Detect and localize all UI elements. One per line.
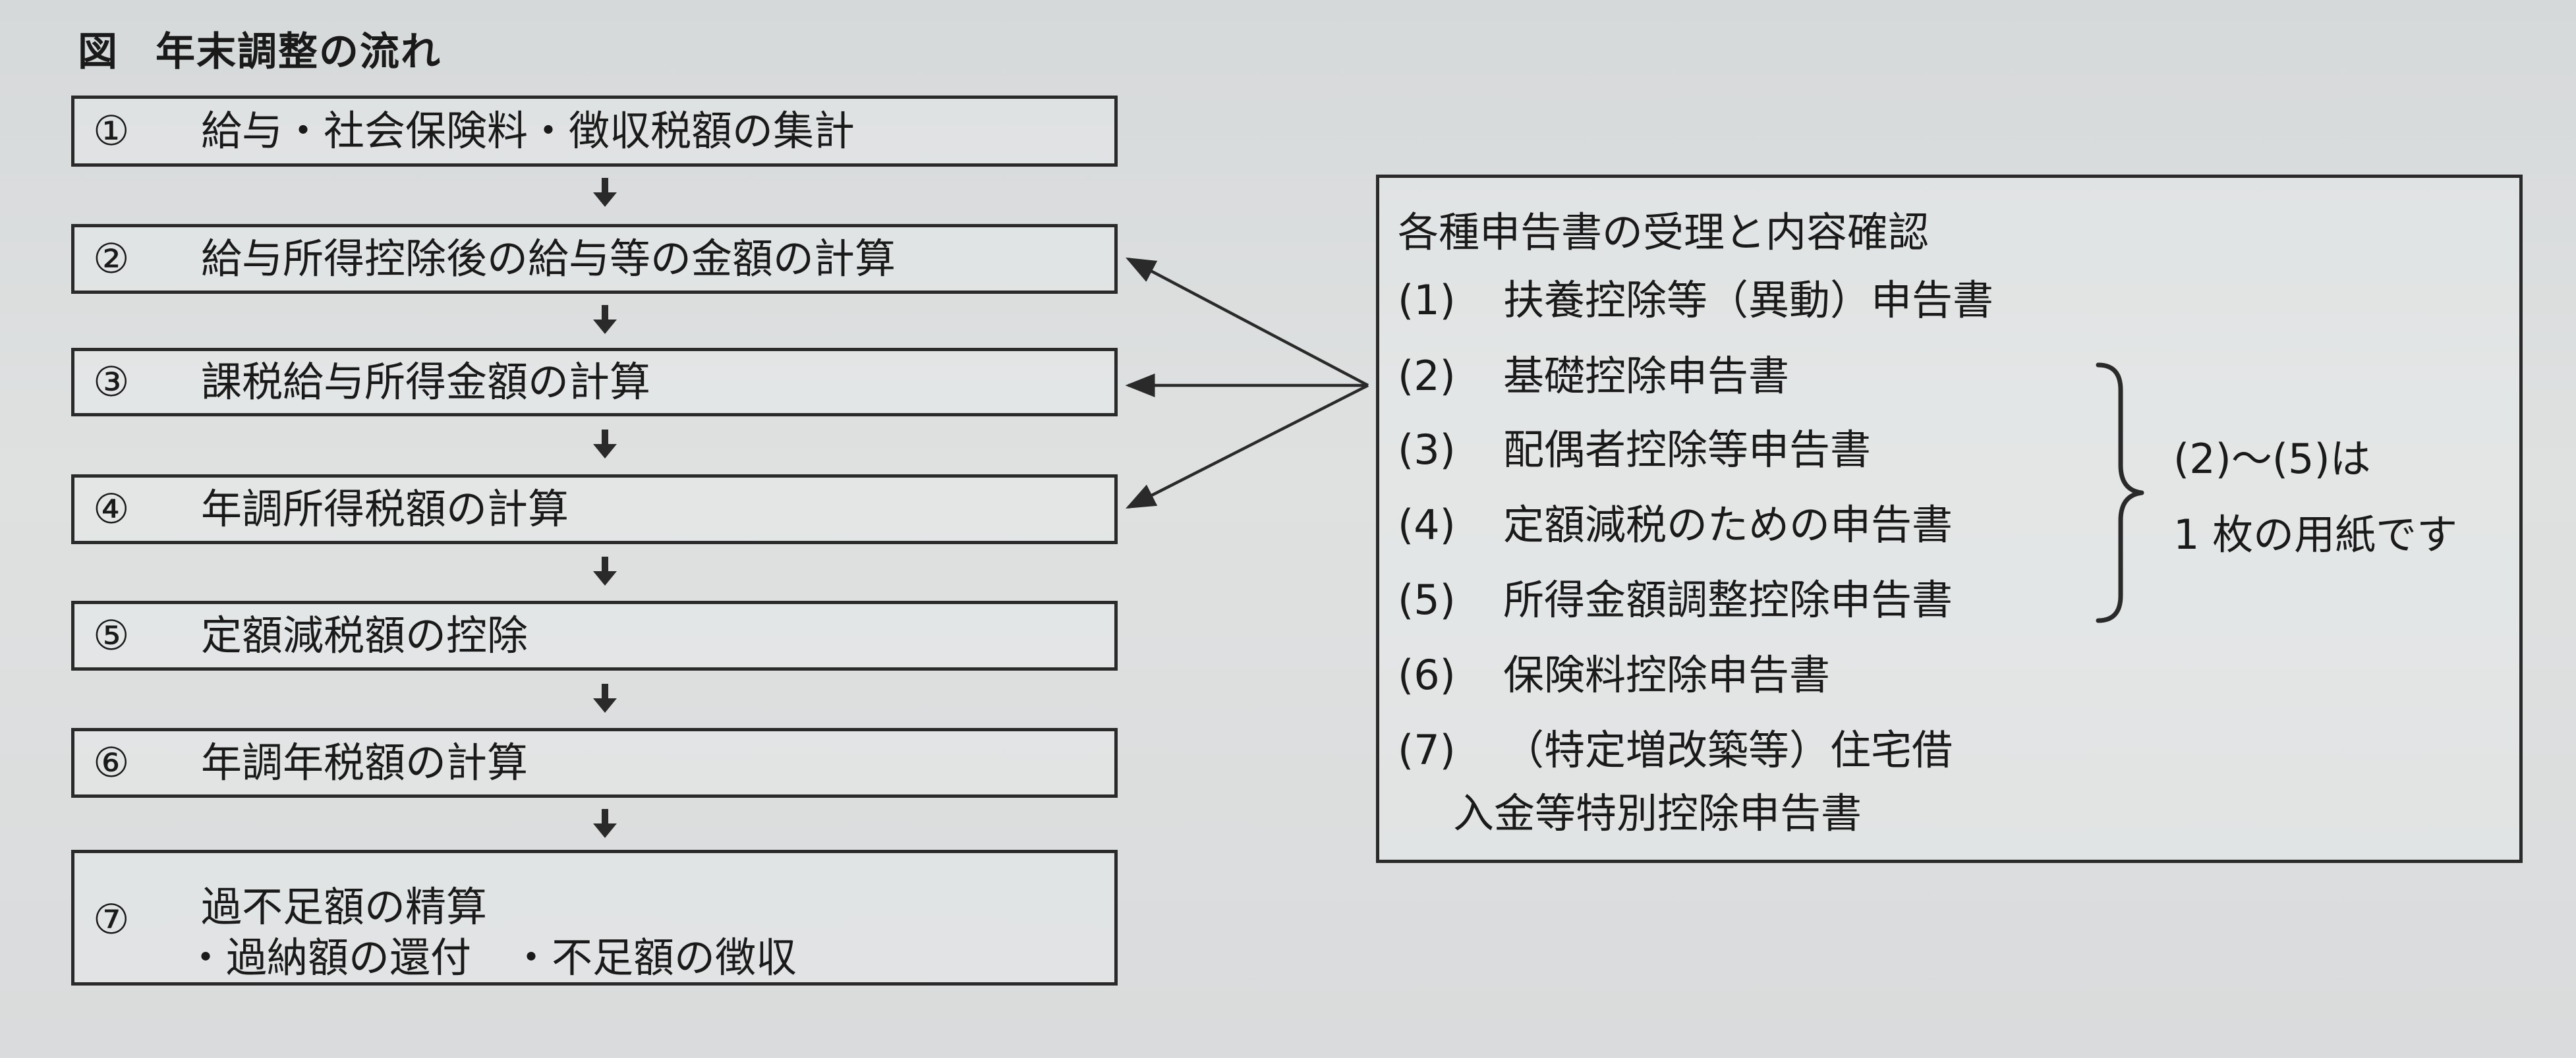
step-number: ⑦	[93, 895, 130, 943]
brace-note-line: 1 枚の用紙です	[2173, 510, 2458, 559]
step-label: 定額減税額の控除	[201, 611, 529, 659]
down-arrow-icon	[593, 684, 617, 713]
forms-box-title: 各種申告書の受理と内容確認	[1398, 208, 1930, 256]
step-box-4: ④ 年調所得税額の計算	[71, 474, 1118, 544]
step-box-1: ① 給与・社会保険料・徴収税額の集計	[71, 96, 1118, 167]
form-item-continuation: 入金等特別控除申告書	[1453, 789, 1862, 837]
connector-to-step-4	[1125, 383, 1369, 509]
step-box-5: ⑤ 定額減税額の控除	[71, 601, 1118, 671]
step-box-2: ② 給与所得控除後の給与等の金額の計算	[71, 224, 1118, 294]
step-number: ③	[93, 358, 130, 406]
form-item-text: 基礎控除申告書	[1503, 352, 1790, 400]
brace-note: (2)〜(5)は 1 枚の用紙です	[2173, 422, 2457, 572]
form-item-text: 配偶者控除等申告書	[1503, 426, 1872, 474]
step-box-7: ⑦ 過不足額の精算 ・過納額の還付・不足額の徴収	[71, 850, 1118, 986]
form-item-text: 保険料控除申告書	[1503, 651, 1831, 699]
form-item-text: 定額減税のための申告書	[1503, 501, 1953, 549]
step-label: 年調年税額の計算	[201, 738, 529, 787]
down-arrow-icon	[593, 178, 617, 207]
step-box-3: ③ 課税給与所得金額の計算	[71, 348, 1118, 416]
step-sub-item: ・過納額の還付	[185, 933, 472, 982]
form-item-number: (4)	[1398, 501, 1456, 549]
form-item-number: (7)	[1398, 726, 1456, 774]
form-item-2: (2)基礎控除申告書	[1398, 356, 1789, 397]
step-number: ①	[93, 107, 130, 155]
step-number: ⑤	[93, 611, 130, 659]
form-item-number: (1)	[1398, 276, 1456, 324]
form-item-6: (6)保険料控除申告書	[1398, 655, 1830, 696]
figure-title: 図年末調整の流れ	[78, 20, 442, 77]
connector-to-step-2	[1126, 257, 1369, 387]
form-item-5: (5)所得金額調整控除申告書	[1398, 580, 1953, 621]
step-label: 給与所得控除後の給与等の金額の計算	[201, 235, 896, 283]
form-item-text: （特定増改築等）住宅借	[1503, 726, 1953, 774]
form-item-text: 所得金額調整控除申告書	[1503, 576, 1953, 624]
forms-box: 各種申告書の受理と内容確認 (1)扶養控除等（異動）申告書 (2)基礎控除申告書…	[1376, 175, 2523, 863]
step-label: 過不足額の精算	[201, 883, 488, 931]
right-curly-brace-icon	[2096, 362, 2144, 623]
step-box-6: ⑥ 年調年税額の計算	[71, 728, 1118, 798]
figure-title-text: 年末調整の流れ	[156, 29, 442, 75]
figure-label: 図	[78, 29, 119, 75]
step-label: 課税給与所得金額の計算	[201, 358, 651, 406]
brace-note-line: (2)〜(5)は	[2173, 435, 2371, 483]
form-item-3: (3)配偶者控除等申告書	[1398, 430, 1871, 470]
step-label: 給与・社会保険料・徴収税額の集計	[201, 107, 855, 155]
form-item-text: 扶養控除等（異動）申告書	[1503, 276, 1994, 324]
step-number: ⑥	[93, 738, 130, 787]
form-item-1: (1)扶養控除等（異動）申告書	[1398, 280, 1993, 321]
down-arrow-icon	[593, 557, 617, 586]
down-arrow-icon	[593, 305, 617, 334]
step-number: ④	[93, 485, 130, 533]
form-item-number: (6)	[1398, 651, 1456, 699]
form-item-number: (3)	[1398, 426, 1456, 474]
form-item-number: (5)	[1398, 576, 1456, 624]
step-sub-item: ・不足額の徴収	[511, 933, 797, 982]
down-arrow-icon	[593, 809, 617, 838]
step-number: ②	[93, 235, 130, 283]
form-item-4: (4)定額減税のための申告書	[1398, 505, 1953, 545]
form-item-7: (7)（特定増改築等）住宅借 入金等特別控除申告書	[1398, 730, 1953, 834]
step-label: 年調所得税額の計算	[201, 485, 569, 533]
down-arrow-icon	[593, 430, 617, 459]
form-item-number: (2)	[1398, 352, 1456, 400]
step-sub-items: ・過納額の還付・不足額の徴収	[185, 933, 797, 982]
